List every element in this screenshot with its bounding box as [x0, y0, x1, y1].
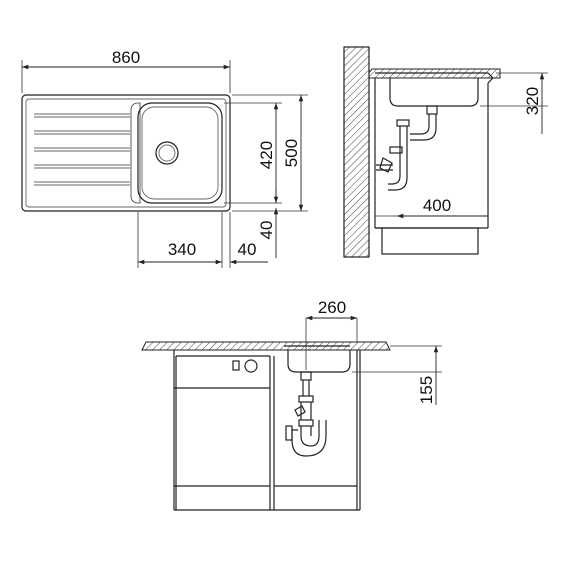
dim-label-edge-offset-side: 40 [257, 221, 276, 240]
sink-bowl [137, 102, 223, 204]
dim-label-bowl-width: 420 [257, 141, 276, 169]
sink-rim-inner [25, 98, 227, 208]
wall-section [343, 46, 370, 258]
drain-hole [155, 141, 179, 165]
cabinet-plinth [381, 227, 479, 255]
siphon-side [376, 105, 438, 191]
dim-label-sink-width: 500 [282, 139, 301, 167]
dim-label-bowl-length: 340 [168, 240, 196, 259]
sink-outline [21, 94, 231, 212]
drainer-board [34, 102, 141, 204]
dishwasher-button [232, 360, 240, 371]
sink-top-view: 860 340 40 420 500 40 [21, 48, 308, 268]
bowl-profile [389, 78, 479, 107]
sink-side-view: 400 320 [343, 46, 548, 258]
siphon-front [285, 371, 327, 457]
dim-label-cabinet-depth: 400 [423, 196, 451, 215]
front-worktop [141, 341, 391, 351]
dim-label-drain-depth: 155 [417, 376, 436, 404]
dim-label-sink-length: 860 [112, 48, 140, 67]
dim-label-drain-offset: 260 [318, 298, 346, 317]
dim-label-edge-offset-bottom: 40 [238, 240, 257, 259]
dishwasher-knob [244, 359, 258, 373]
sink-bowl-inner [141, 106, 219, 200]
front-bowl-profile [287, 350, 351, 373]
dim-label-bowl-height: 320 [523, 87, 542, 115]
sink-front-view: 260 155 [141, 298, 442, 511]
